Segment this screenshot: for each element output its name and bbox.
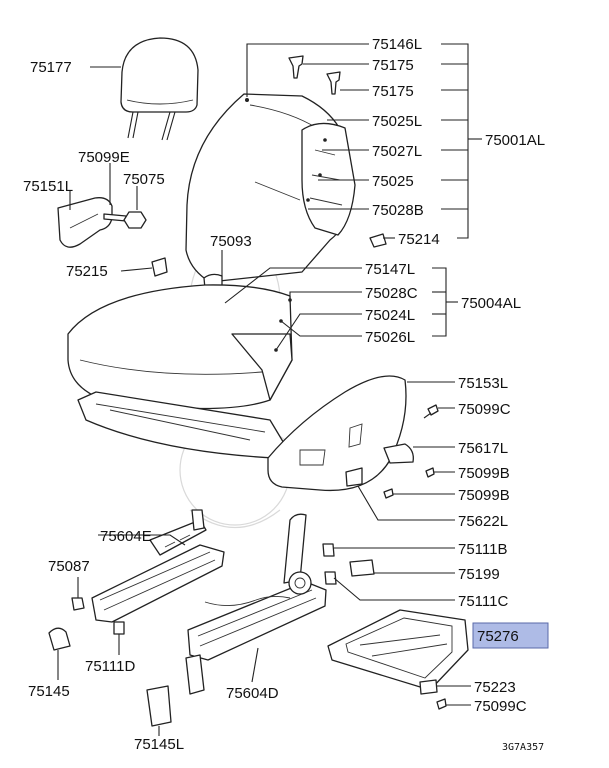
label-75099C-bottom[interactable]: 75099C: [474, 698, 527, 715]
knob-75617L[interactable]: [383, 443, 414, 464]
label-75087[interactable]: 75087: [48, 558, 90, 575]
label-75199[interactable]: 75199: [458, 566, 500, 583]
cover-75145L[interactable]: [146, 685, 172, 727]
cover-75622L[interactable]: [345, 467, 363, 487]
seat-adjuster-inner[interactable]: [91, 509, 225, 623]
label-75215[interactable]: 75215: [66, 263, 108, 280]
label-75151L[interactable]: 75151L: [23, 178, 73, 195]
cover-75145[interactable]: [48, 627, 71, 651]
label-75027L[interactable]: 75027L: [372, 143, 422, 160]
bolt-75111C[interactable]: [324, 571, 337, 585]
label-75025[interactable]: 75025: [372, 173, 414, 190]
label-75145L[interactable]: 75145L: [134, 736, 184, 753]
label-75604D[interactable]: 75604D: [226, 685, 279, 702]
label-75153L[interactable]: 75153L: [458, 375, 508, 392]
label-75024L[interactable]: 75024L: [365, 307, 415, 324]
label-75617L[interactable]: 75617L: [458, 440, 508, 457]
label-75177[interactable]: 75177: [30, 59, 72, 76]
label-75099E[interactable]: 75099E: [78, 149, 130, 166]
part-75199[interactable]: [349, 559, 375, 577]
side-shield[interactable]: [267, 375, 407, 492]
label-75223[interactable]: 75223: [474, 679, 516, 696]
highlight-75276: [472, 622, 549, 649]
seat-cushion[interactable]: [67, 284, 293, 459]
trim-clips[interactable]: [288, 55, 387, 248]
label-75001AL[interactable]: 75001AL: [485, 132, 545, 149]
label-75075[interactable]: 75075: [123, 171, 165, 188]
label-75147L[interactable]: 75147L: [365, 261, 415, 278]
label-75622L[interactable]: 75622L: [458, 513, 508, 530]
headrest[interactable]: [120, 37, 199, 141]
label-75604E[interactable]: 75604E: [100, 528, 152, 545]
label-75146L[interactable]: 75146L: [372, 36, 422, 53]
seat-adjuster-outer[interactable]: [185, 513, 327, 695]
label-75028B[interactable]: 75028B: [372, 202, 424, 219]
label-75111C[interactable]: 75111C: [458, 593, 508, 610]
recliner-lever[interactable]: [57, 197, 147, 248]
label-75099C[interactable]: 75099C: [458, 401, 511, 418]
label-75111D[interactable]: 75111D: [85, 658, 135, 675]
label-75175-a[interactable]: 75175: [372, 57, 414, 74]
label-75276[interactable]: 75276: [477, 628, 519, 645]
label-75026L[interactable]: 75026L: [365, 329, 415, 346]
label-75214[interactable]: 75214: [398, 231, 440, 248]
label-75111B[interactable]: 75111B: [458, 541, 508, 558]
leader-lines: [57, 43, 482, 736]
label-75004AL[interactable]: 75004AL: [461, 295, 521, 312]
bolt-75111D[interactable]: [113, 621, 125, 635]
seat-back[interactable]: [185, 93, 356, 283]
clip-75215[interactable]: [151, 257, 168, 277]
label-75093[interactable]: 75093: [210, 233, 252, 250]
part-labels: 75177 75099E 75075 75151L 75215 75093 75…: [23, 36, 545, 753]
bolt-75111B[interactable]: [322, 543, 335, 557]
diagram-code: 3G7A357: [502, 742, 544, 753]
label-75025L[interactable]: 75025L: [372, 113, 422, 130]
under-seat-tray[interactable]: [327, 609, 469, 710]
label-75099B-a[interactable]: 75099B: [458, 465, 510, 482]
label-75145[interactable]: 75145: [28, 683, 70, 700]
screws[interactable]: [383, 404, 439, 499]
label-75099B-b[interactable]: 75099B: [458, 487, 510, 504]
nut-75087[interactable]: [71, 597, 85, 611]
label-75028C[interactable]: 75028C: [365, 285, 418, 302]
label-75175-b[interactable]: 75175: [372, 83, 414, 100]
